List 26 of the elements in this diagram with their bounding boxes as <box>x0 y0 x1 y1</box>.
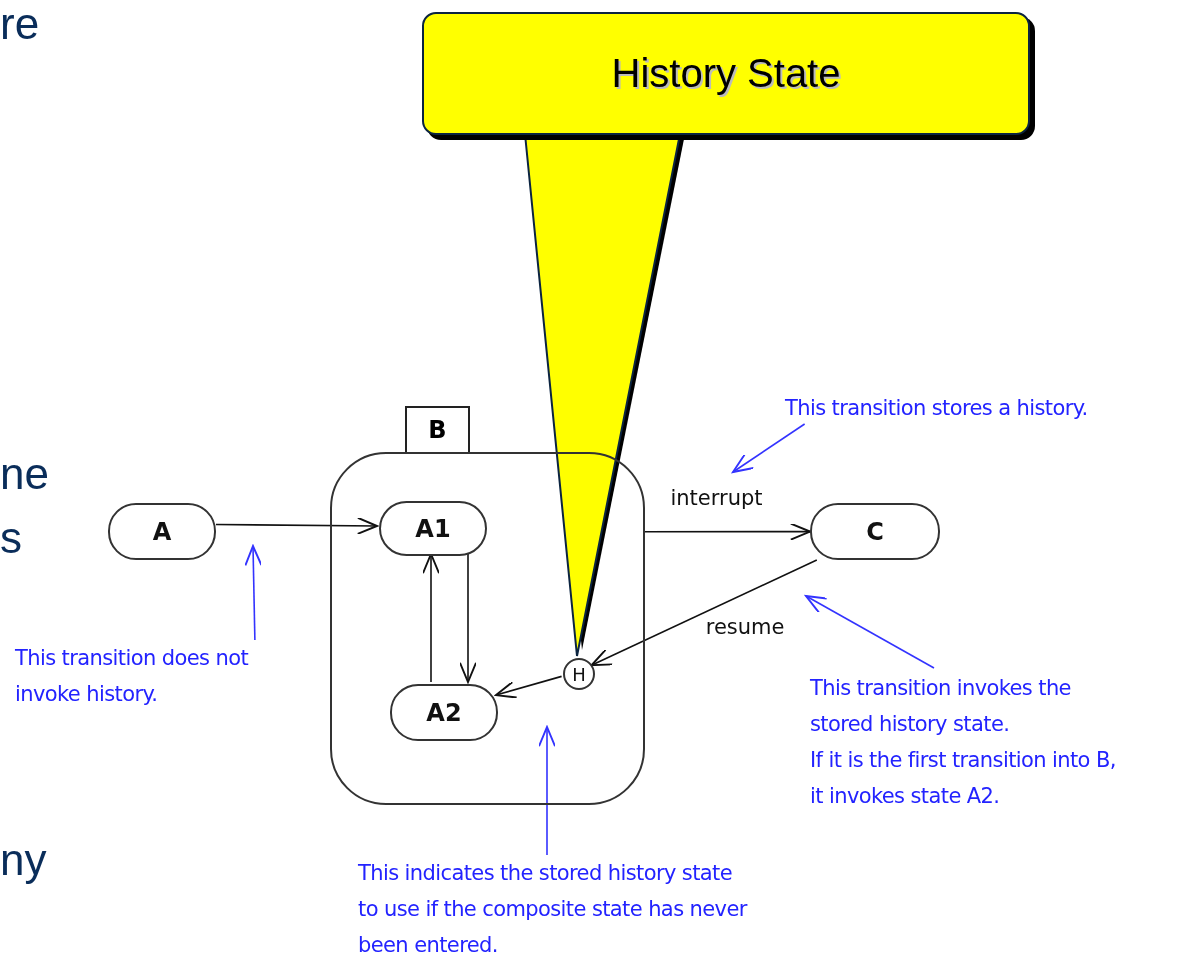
leader-arrow <box>732 423 806 473</box>
transition-arrow <box>215 516 378 535</box>
callout-title: History State <box>611 51 841 96</box>
history-state-circle: H <box>563 658 595 690</box>
transition-arrow <box>459 553 477 683</box>
transition-arrow <box>590 559 818 667</box>
leader-arrow <box>538 726 556 856</box>
annotation-text: This transition invokes the stored history state. <box>810 675 1072 738</box>
slide-text-fragment: s <box>0 516 22 560</box>
slide-text-fragment: ny <box>0 838 47 882</box>
annotation-text: This transition stores a history. <box>785 395 1089 422</box>
annotation-text: If it is the first transition into B, it invokes state A2. <box>810 747 1117 810</box>
state-box: A2 <box>390 684 498 741</box>
transition-arrow <box>644 522 811 541</box>
leader-arrow <box>244 545 263 641</box>
state-box: A <box>108 503 216 560</box>
state-box: A1 <box>379 501 487 556</box>
transition-arrow <box>422 553 440 683</box>
annotation-text: This indicates the stored history state to use if the composite state has never been entered. <box>358 860 748 959</box>
transition-arrow <box>495 675 563 699</box>
slide-text-fragment: re <box>0 2 40 46</box>
annotation-text: This transition does not invoke history. <box>15 645 250 708</box>
state-box: C <box>810 503 940 560</box>
leader-arrow <box>805 595 935 669</box>
state-name-tab: B <box>405 406 470 452</box>
slide-text-fragment: ne <box>0 452 49 496</box>
